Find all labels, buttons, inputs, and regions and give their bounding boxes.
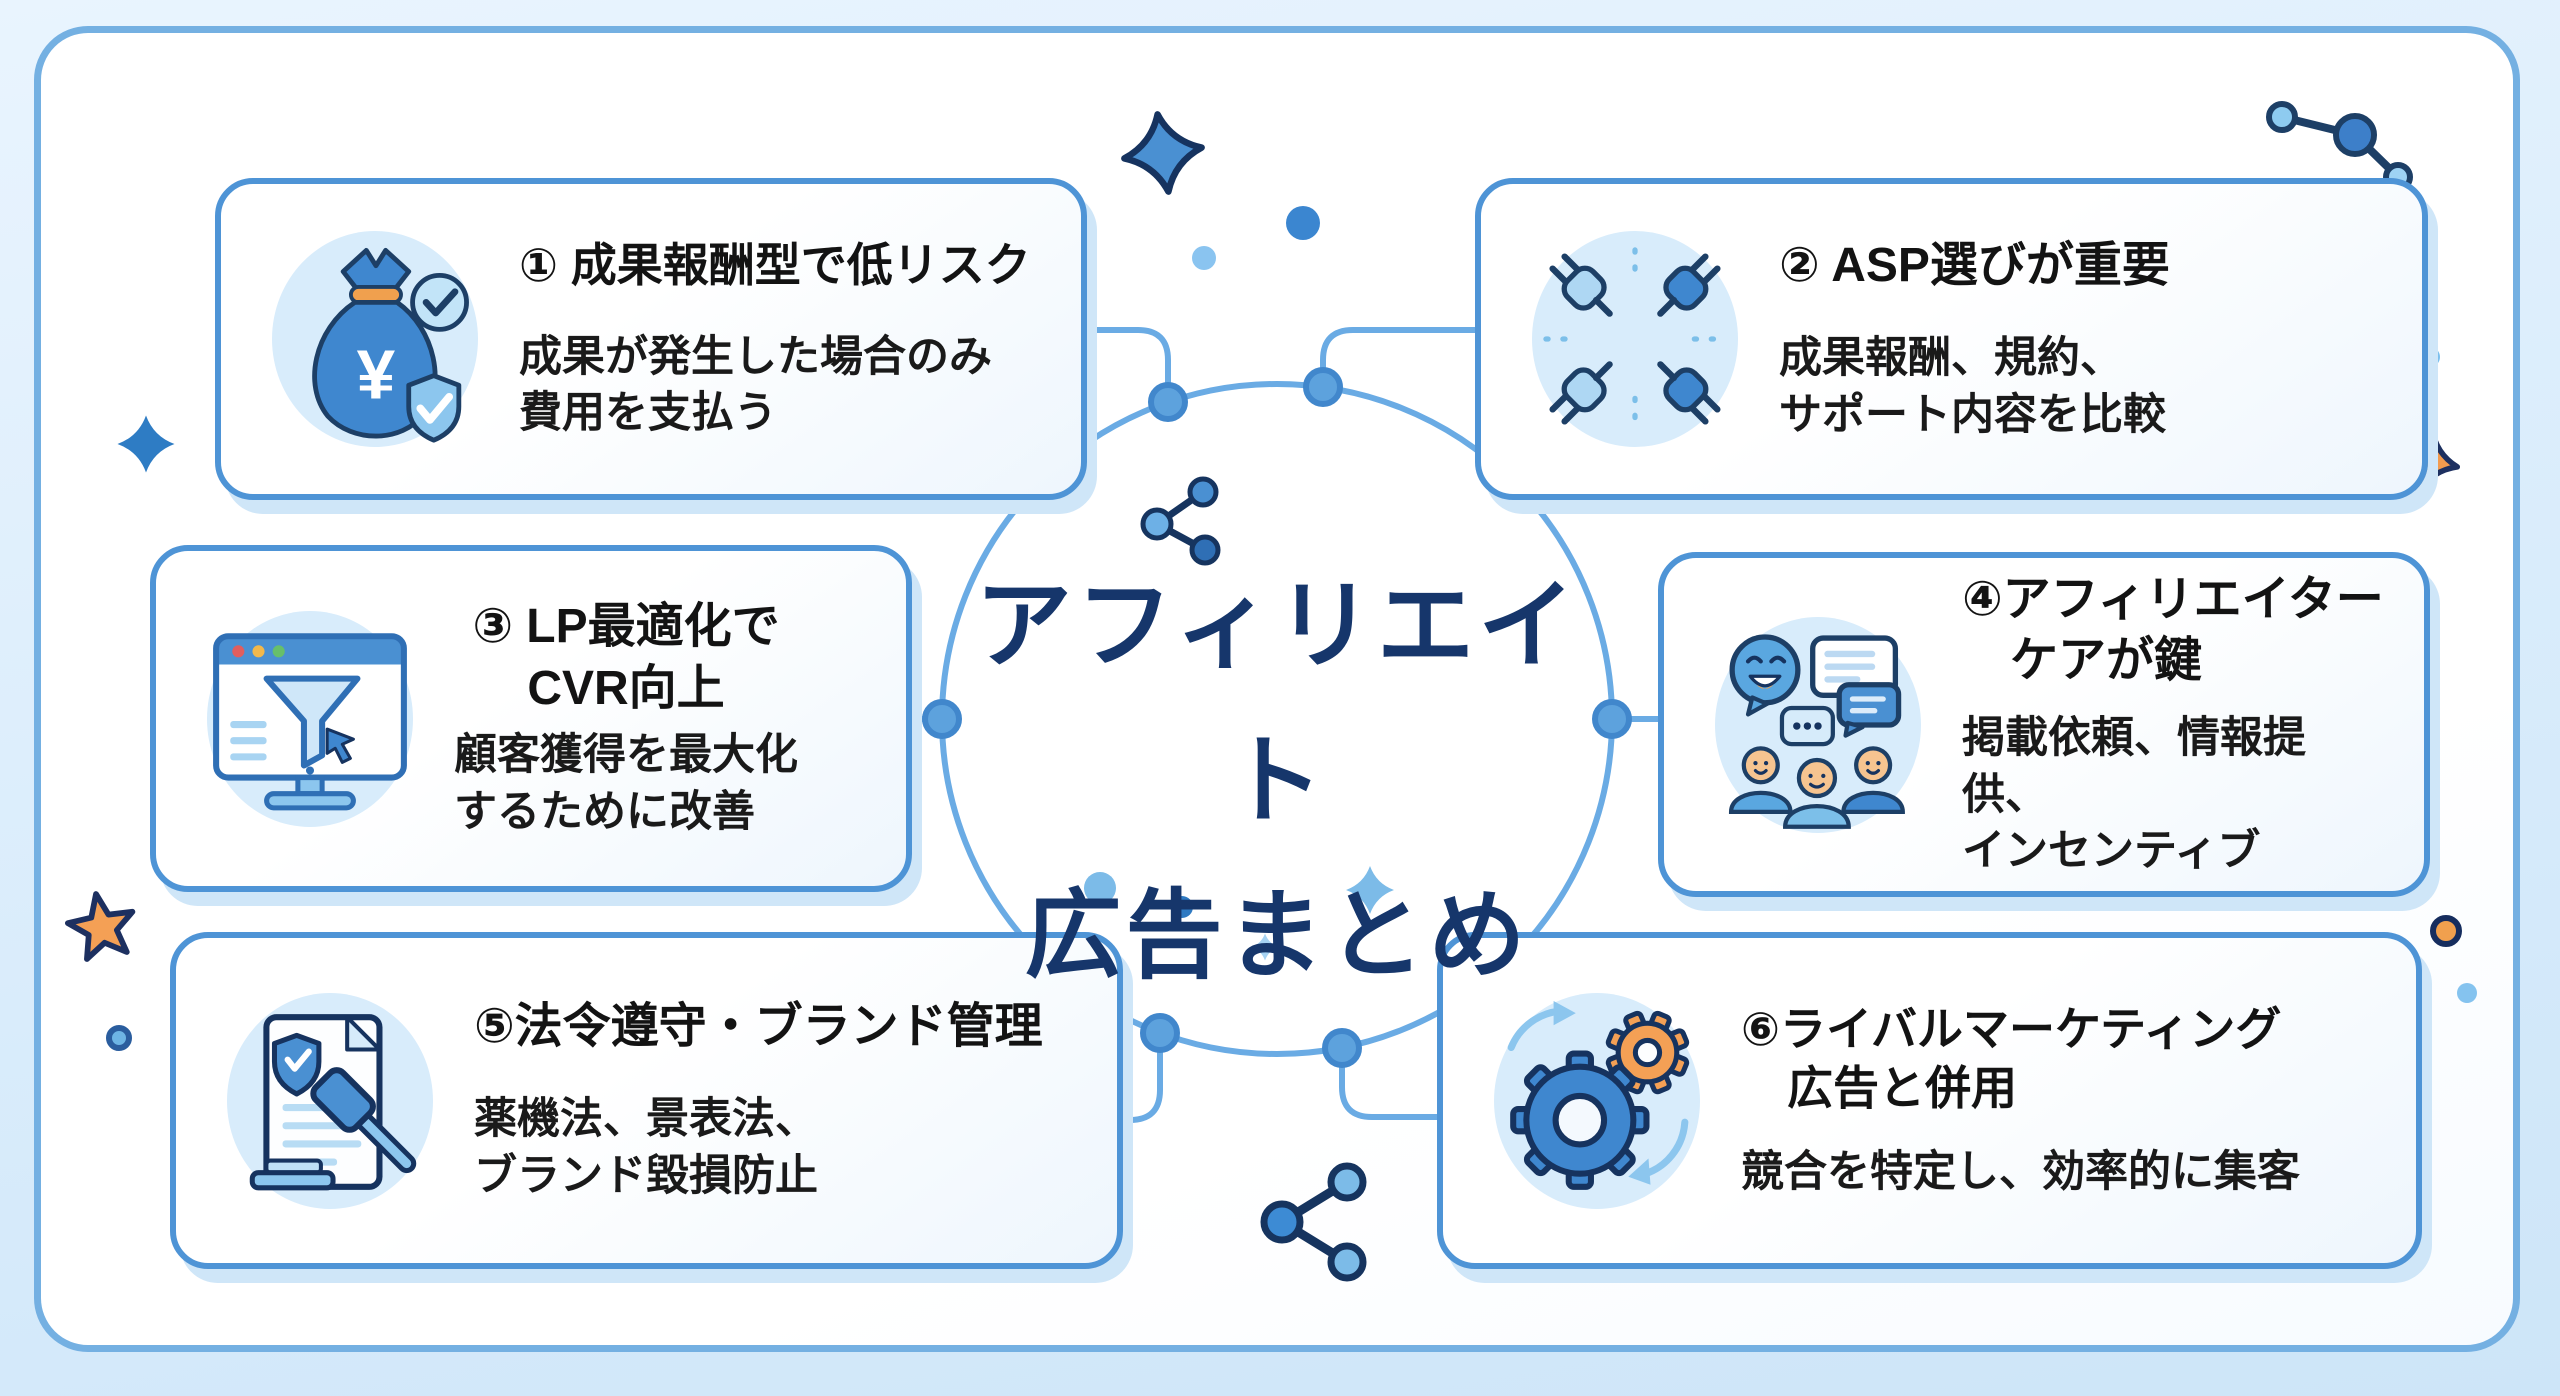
legal-gavel-document-icon — [249, 1013, 417, 1190]
card-affiliater-care: ④アフィリエイター ケアが鍵 掲載依頼、情報提供、 インセンティブ — [1658, 552, 2430, 897]
connector-card2 — [1320, 327, 1478, 390]
page-title: アフィリエイト 広告まとめ — [974, 571, 1580, 991]
card-lp-optimization: ③ LP最適化で CVR向上 顧客獲得を最大化 するために改善 — [150, 545, 912, 892]
sparkle-icon — [1251, 933, 1279, 961]
node-right — [1592, 699, 1632, 739]
shield-check — [271, 1032, 322, 1096]
star-icon — [64, 891, 136, 962]
dot — [1192, 246, 1216, 270]
yen-symbol: ¥ — [357, 336, 396, 414]
node-top-left — [1148, 382, 1188, 422]
card6-icon-area — [1471, 938, 1723, 1263]
sparkle-icon — [1121, 111, 1205, 195]
card-performance-reward: ¥ ① 成果報酬型で低リスク 成果が発生した場合のみ 費用を支払う — [215, 178, 1087, 500]
card-rival-marketing: ⑥ライバルマーケティング 広告と併用 競合を特定し、効率的に集客 — [1437, 932, 2422, 1269]
card3-icon-area — [184, 551, 436, 886]
card2-description: 成果報酬、規約、 サポート内容を比較 — [1779, 333, 2166, 439]
card4-icon-area — [1692, 558, 1944, 891]
gears-sync-icon — [1507, 1000, 1690, 1190]
share-icon — [1140, 476, 1221, 566]
big-gear — [1510, 1050, 1650, 1190]
node-top-right — [1303, 367, 1343, 407]
node-bottom-right — [1322, 1028, 1362, 1068]
card3-description: 顧客獲得を最大化 するために改善 — [454, 731, 798, 836]
ringed-dot — [2430, 915, 2462, 947]
card4-text: ④アフィリエイター ケアが鍵 掲載依頼、情報提供、 インセンティブ — [1962, 569, 2390, 880]
plug-bottom-right — [1657, 361, 1721, 425]
plug-bottom-left — [1549, 361, 1613, 425]
person-center — [1783, 757, 1851, 829]
dot — [2457, 983, 2477, 1003]
community-chat-icon — [1728, 633, 1905, 829]
share-icon — [1260, 1162, 1367, 1282]
connector-card5 — [1120, 1030, 1163, 1123]
card6-text: ⑥ライバルマーケティング 広告と併用 競合を特定し、効率的に集客 — [1741, 1000, 2300, 1201]
plug-top-left — [1549, 253, 1613, 317]
money-bag-shield-icon: ¥ — [312, 247, 469, 443]
card-asp-selection: ② ASP選びが重要 成果報酬、規約、 サポート内容を比較 — [1475, 178, 2428, 500]
card6-description: 競合を特定し、効率的に集客 — [1741, 1148, 2300, 1196]
person-right — [1841, 745, 1905, 814]
ringed-dot — [106, 1025, 132, 1051]
dot — [1084, 872, 1116, 904]
plugs-connection-icon — [1543, 247, 1727, 431]
connector-nodes — [922, 367, 1632, 1068]
connector-card6 — [1339, 1045, 1440, 1120]
card4-title: ④アフィリエイター ケアが鍵 — [1962, 572, 2384, 688]
card3-text: ③ LP最適化で CVR向上 顧客獲得を最大化 するために改善 — [454, 596, 798, 840]
card3-title: ③ LP最適化で CVR向上 — [472, 600, 780, 715]
dot — [1286, 206, 1320, 240]
card1-text: ① 成果報酬型で低リスク 成果が発生した場合のみ 費用を支払う — [519, 236, 1031, 442]
card5-icon-area — [204, 938, 456, 1263]
card5-title: ⑤法令遵守・ブランド管理 — [474, 1000, 1043, 1054]
node-left — [922, 699, 962, 739]
person-left — [1728, 745, 1793, 814]
card5-text: ⑤法令遵守・ブランド管理 薬機法、景表法、 ブランド毀損防止 — [474, 996, 1043, 1205]
dot — [1171, 896, 1193, 918]
sparkle-icon — [117, 415, 175, 473]
card2-text: ② ASP選びが重要 成果報酬、規約、 サポート内容を比較 — [1779, 235, 2170, 444]
card1-icon-area: ¥ — [249, 184, 501, 494]
card6-title: ⑥ライバルマーケティング 広告と併用 — [1741, 1003, 2282, 1115]
sparkle-icon — [1346, 866, 1394, 914]
card-legal-compliance: ⑤法令遵守・ブランド管理 薬機法、景表法、 ブランド毀損防止 — [170, 932, 1123, 1269]
card5-description: 薬機法、景表法、 ブランド毀損防止 — [474, 1095, 818, 1201]
card1-description: 成果が発生した場合のみ 費用を支払う — [519, 332, 992, 438]
card2-icon-area — [1509, 184, 1761, 494]
card2-title: ② ASP選びが重要 — [1779, 238, 2170, 292]
gavel — [310, 1066, 417, 1173]
node-bottom-left — [1140, 1013, 1180, 1053]
connector-card1 — [1082, 327, 1171, 405]
card1-title: ① 成果報酬型で低リスク — [519, 238, 1031, 291]
plug-top-right — [1657, 253, 1721, 317]
landing-page-funnel-icon — [213, 632, 407, 810]
card4-description: 掲載依頼、情報提供、 インセンティブ — [1962, 713, 2306, 876]
